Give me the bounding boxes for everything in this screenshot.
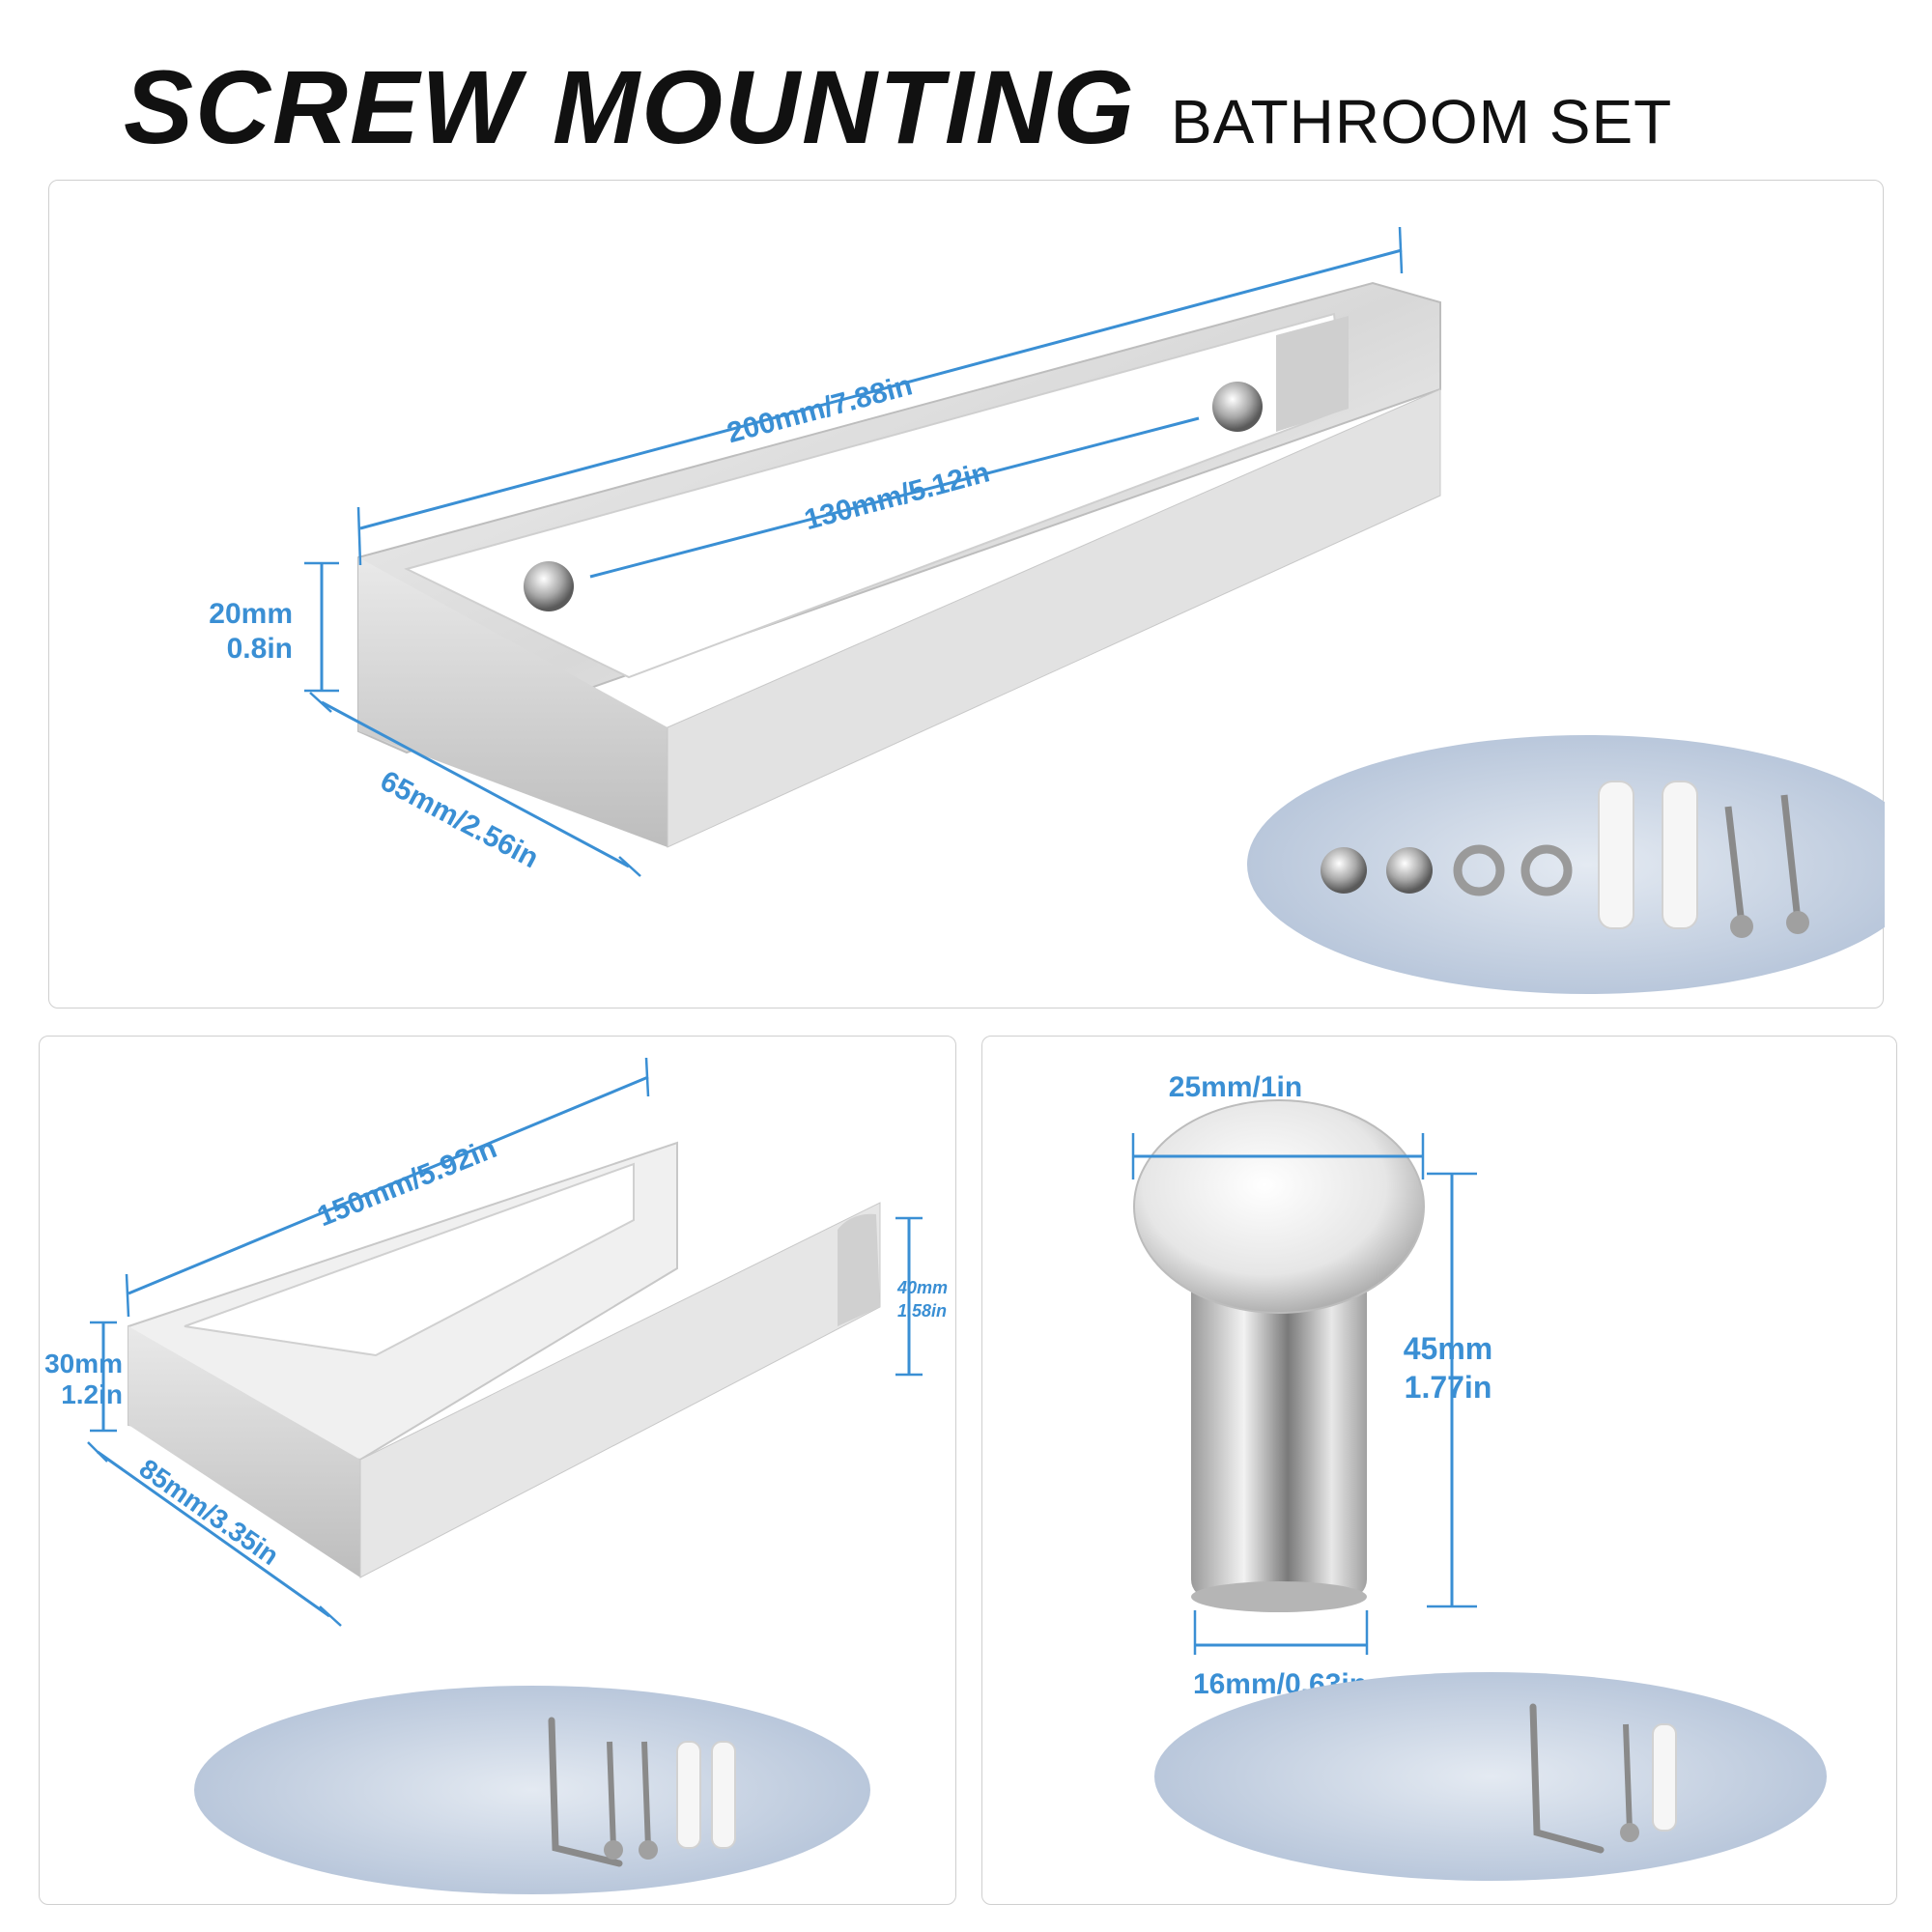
dim-depth-line — [309, 692, 641, 877]
ph-hardware-kit — [548, 1717, 736, 1867]
dim-length-line — [356, 226, 1404, 566]
paper-holder-frame — [128, 1141, 881, 1578]
rh-hardware-kit — [1529, 1703, 1677, 1854]
post-right — [1212, 382, 1263, 432]
dim-ph-height-in: 1.2in — [61, 1379, 123, 1409]
dim-ph-depth-line — [87, 1441, 342, 1627]
page-title: SCREW MOUNTING BATHROOM SET — [124, 46, 1672, 172]
dim-ph-hook-line — [895, 1216, 923, 1377]
dim-cap-line — [1131, 1133, 1425, 1179]
dim-height-in: 0.8in — [227, 633, 293, 665]
dim-height-line — [304, 561, 339, 693]
towel-bar-frame — [357, 281, 1441, 848]
towel-bar-panel: 200mm/7.88in 130mm/5.12in 20mm 0.8in 65m… — [48, 180, 1885, 1009]
dim-ph-height-mm: 30mm — [44, 1349, 123, 1378]
dim-ph-hook-in: 1.58in — [897, 1301, 947, 1321]
dim-base-line — [1193, 1610, 1369, 1655]
post-left — [524, 561, 574, 611]
dim-ph-hook-mm: 40mm — [896, 1278, 948, 1297]
paper-holder-illustration: 150mm/5.92in 30mm 1.2in 40mm 1.58in 85mm… — [44, 1057, 948, 1894]
robe-hook-panel: 25mm/1in 45mm 1.77in 16mm/0.63in — [981, 1036, 1897, 1905]
rh-hardware-oval — [1154, 1672, 1827, 1881]
title-sub: BATHROOM SET — [1170, 87, 1673, 156]
hardware-kit — [1321, 781, 1809, 938]
dim-ph-height-line — [90, 1321, 117, 1433]
robe-hook-illustration: 25mm/1in 45mm 1.77in 16mm/0.63in — [1131, 1071, 1827, 1881]
dim-rh-height-in: 1.77in — [1405, 1370, 1492, 1405]
robe-hook-body — [1133, 1099, 1425, 1612]
dim-spacing-line — [589, 416, 1200, 579]
dim-ph-length-line — [125, 1057, 650, 1318]
dim-rh-height-line — [1427, 1172, 1477, 1608]
towel-bar-illustration: 200mm/7.88in 130mm/5.12in 20mm 0.8in 65m… — [209, 226, 1885, 994]
title-main: SCREW MOUNTING — [124, 48, 1136, 165]
paper-holder-panel: 150mm/5.92in 30mm 1.2in 40mm 1.58in 85mm… — [39, 1036, 956, 1905]
dim-height-mm: 20mm — [209, 598, 293, 630]
dim-rh-height-mm: 45mm — [1404, 1331, 1493, 1366]
ph-hardware-oval — [194, 1686, 870, 1894]
dim-cap-label: 25mm/1in — [1169, 1071, 1302, 1103]
